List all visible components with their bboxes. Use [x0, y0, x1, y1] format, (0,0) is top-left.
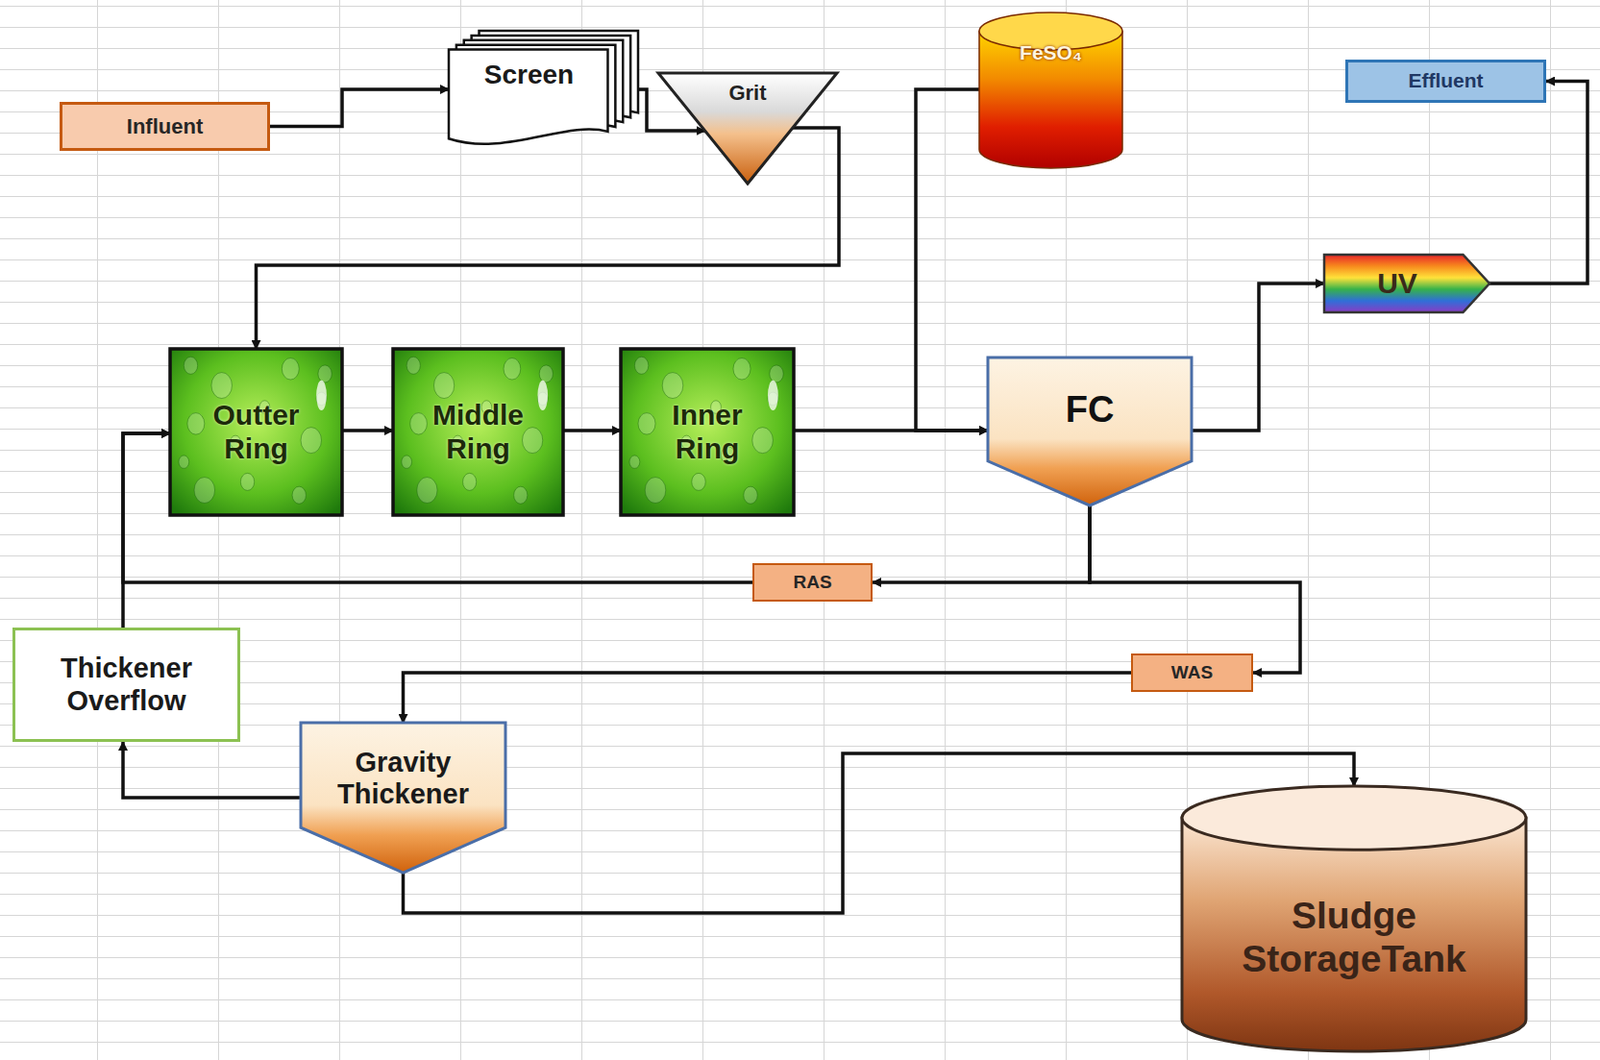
aeration-ring: Middle Ring [393, 348, 564, 516]
node-label: Outter Ring [189, 398, 324, 466]
final-clarifier: FC [987, 357, 1192, 506]
overflow-box: Thickener Overflow [12, 627, 241, 742]
node-label: UV [1377, 267, 1418, 301]
screen-symbol-outline [448, 30, 639, 148]
node-label: Inner Ring [640, 398, 775, 466]
grit-chamber: Grit [658, 73, 837, 184]
flow-arrow [1089, 505, 1301, 673]
uv-disinfection: UV [1324, 254, 1490, 313]
flow-arrow [872, 505, 1090, 583]
flow-arrow [123, 741, 301, 798]
screen-symbol: Screen [448, 30, 639, 148]
node-label: RAS [792, 571, 832, 593]
flow-arrow [403, 672, 1133, 723]
node-label: Effluent [1407, 69, 1483, 93]
flow-arrow [1191, 283, 1325, 431]
flow-label-box: WAS [1131, 653, 1254, 692]
node-label: Influent [126, 114, 203, 139]
flow-arrow [793, 428, 988, 433]
flow-arrow [342, 428, 394, 433]
flow-arrow [915, 89, 988, 431]
flow-arrow [563, 428, 621, 433]
final-clarifier-outline [987, 357, 1192, 506]
flow-arrow [270, 89, 449, 127]
aeration-ring: Outter Ring [170, 348, 343, 516]
sludge-tank: Sludge StorageTank [1181, 786, 1527, 1052]
node-label: Sludge StorageTank [1229, 894, 1479, 982]
flow-label-box: RAS [752, 563, 873, 602]
flow-arrow [123, 433, 171, 628]
influent-box: Influent [59, 101, 271, 151]
effluent-box: Effluent [1345, 59, 1547, 103]
flow-arrow [1489, 81, 1588, 285]
node-label: Middle Ring [411, 398, 546, 466]
node-label: Gravity Thickener [312, 746, 495, 812]
node-label: Grit [728, 80, 766, 105]
node-label: FC [1065, 389, 1115, 432]
node-label: FeSO₄ [1019, 41, 1083, 65]
chemical-tank-outline [979, 12, 1123, 169]
node-label: WAS [1171, 662, 1213, 684]
aeration-ring: Inner Ring [620, 348, 794, 516]
node-label: Thickener Overflow [30, 652, 223, 717]
gravity-thickener: Gravity Thickener [300, 722, 506, 873]
chemical-tank: FeSO₄ [979, 12, 1123, 169]
node-label: Screen [484, 59, 574, 91]
